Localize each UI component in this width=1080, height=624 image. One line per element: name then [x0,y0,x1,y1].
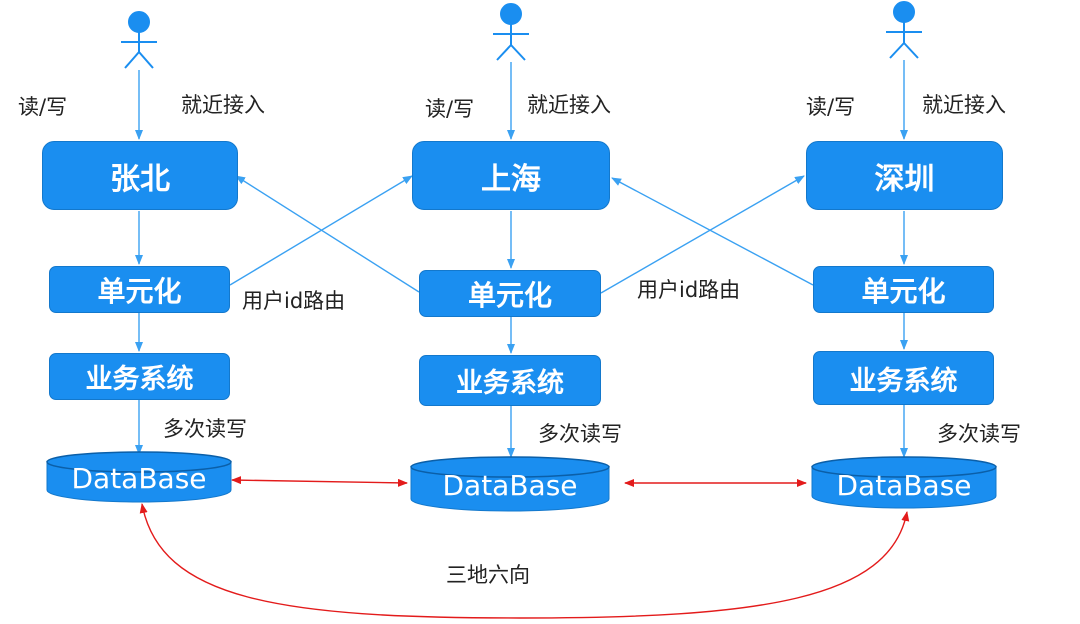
nearby-access-label: 就近接入 [181,93,265,117]
multi-read-write-label: 多次读写 [538,422,622,446]
business-system-node: 业务系统 [813,351,994,405]
read-write-label: 读/写 [18,95,68,119]
arrow-icon [231,476,408,487]
city-node-shenzhen: 深圳 [806,141,1003,210]
database-label: DataBase [71,462,207,495]
multi-read-write-label: 多次读写 [937,422,1021,446]
nearby-access-label: 就近接入 [527,93,611,117]
nearby-access-label: 就近接入 [922,93,1006,117]
arrow-icon [235,175,420,293]
user-actor-icon [886,1,922,59]
business-system-node: 业务系统 [419,355,601,406]
multi-read-write-label: 多次读写 [163,417,247,441]
database-cylinder-icon [410,456,610,512]
unitization-node: 单元化 [49,266,230,313]
database-cylinder-icon [46,451,232,503]
city-node-shanghai: 上海 [412,141,610,210]
database-cylinder-icon [811,456,997,509]
arrow-icon [139,503,910,619]
arrow-icon [611,177,814,286]
database-label: DataBase [442,469,578,502]
unitization-node: 单元化 [813,266,994,313]
arrow-icon [600,175,805,294]
database-label: DataBase [836,469,972,502]
user-actor-icon [121,11,157,69]
replication-label: 三地六向 [446,563,530,587]
business-system-node: 业务系统 [49,353,230,400]
unitization-node: 单元化 [419,270,601,317]
city-node-zhangbei: 张北 [42,141,238,210]
user-actor-icon [493,3,529,61]
read-write-label: 读/写 [425,97,475,121]
routing-label: 用户id路由 [637,278,741,302]
routing-label: 用户id路由 [242,289,346,313]
read-write-label: 读/写 [806,95,856,119]
